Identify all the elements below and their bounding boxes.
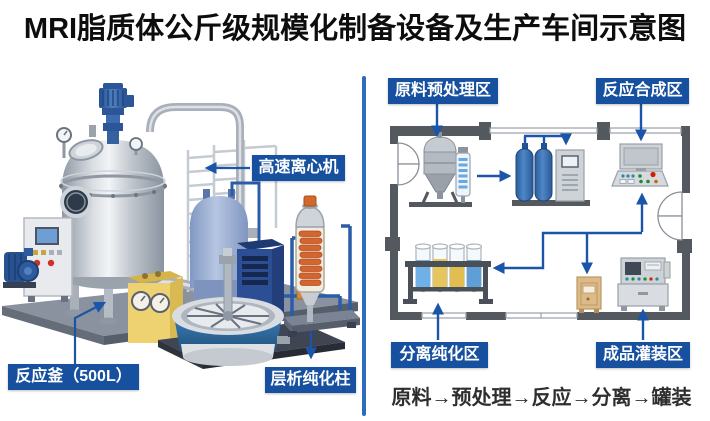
panel-divider xyxy=(362,76,366,416)
console-buttons xyxy=(619,171,658,184)
reactor-vessel xyxy=(56,83,167,325)
annotation-arrows xyxy=(73,162,317,364)
filling-machine xyxy=(617,257,671,311)
control-cabinet xyxy=(23,217,73,302)
gauge-box xyxy=(128,271,183,343)
connector-line xyxy=(492,231,642,274)
label-zone-pretreatment: 原料预处理区 xyxy=(388,78,498,104)
filling-buttons xyxy=(625,277,659,281)
page-title: MRI脂质体公斤级规模化制备设备及生产车间示意图 xyxy=(23,13,687,45)
side-gauge xyxy=(129,137,143,155)
label-centrifuge: 高速离心机 xyxy=(252,155,345,181)
box-gauges xyxy=(131,291,170,313)
label-zone-reaction: 反应合成区 xyxy=(596,78,689,104)
reactor-label-arrow xyxy=(73,301,107,364)
agitator-motor xyxy=(99,83,134,144)
chromatography-column xyxy=(284,195,360,337)
column-coil xyxy=(298,230,323,286)
pretreatment-column xyxy=(455,147,471,203)
equipment-illustration xyxy=(2,83,360,369)
label-purification-column: 层析纯化柱 xyxy=(265,367,356,393)
pressure-gauge xyxy=(56,127,72,158)
cabinet-screen xyxy=(35,227,59,245)
control-console xyxy=(611,143,669,187)
door-right xyxy=(657,191,683,241)
arrow-tanks-piping xyxy=(523,136,566,148)
top-hatch xyxy=(68,139,104,161)
pretreatment-hopper xyxy=(409,132,472,207)
label-zone-filling: 成品灌装区 xyxy=(596,342,690,368)
flow-arrows xyxy=(431,104,649,340)
label-reactor: 反应釜（500L） xyxy=(8,364,139,390)
reaction-cabinet xyxy=(555,149,585,202)
sample-rack xyxy=(403,243,493,304)
buffer-cabinet xyxy=(576,276,602,313)
feed-pump xyxy=(3,248,39,288)
test-tubes xyxy=(414,243,483,293)
manway-sightglass xyxy=(60,186,92,218)
process-flow-text: 原料→预处理→反应→分离→罐装 xyxy=(391,387,692,409)
workshop-floorplan xyxy=(385,104,692,340)
label-zone-separation: 分离纯化区 xyxy=(391,342,488,368)
rack-frame xyxy=(403,261,493,304)
door-left xyxy=(397,142,420,186)
flange-bolts xyxy=(59,184,167,198)
